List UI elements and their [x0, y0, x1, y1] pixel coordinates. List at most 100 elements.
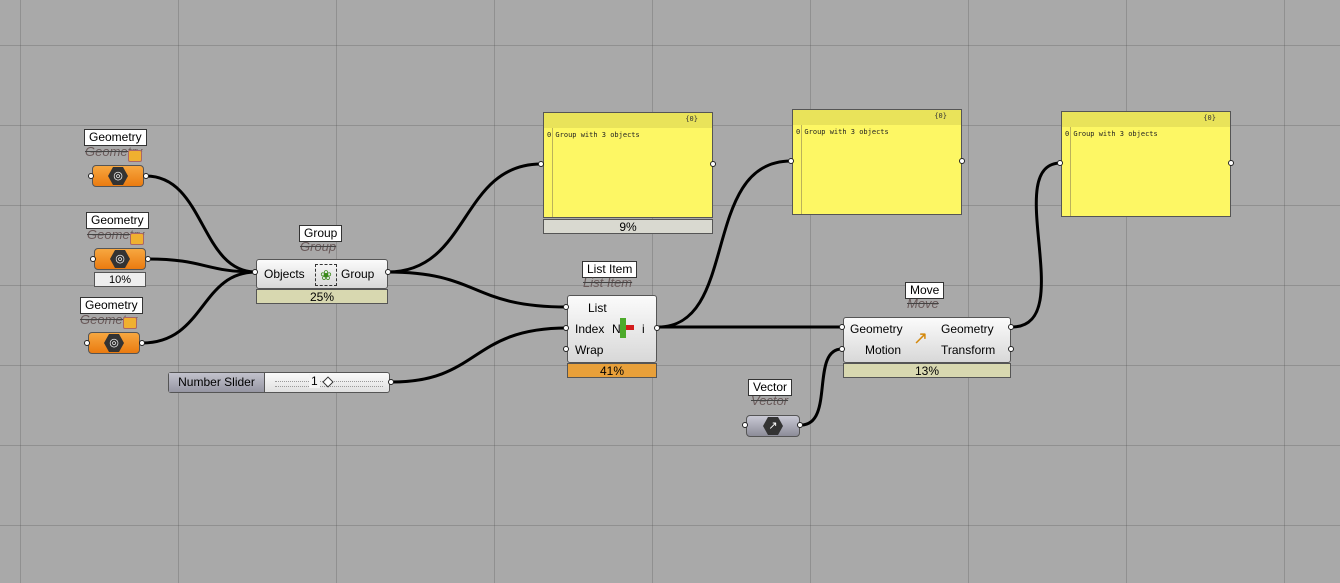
geometry-tag: Geometry — [86, 212, 149, 229]
panel-row: 0 Group with 3 objects — [547, 131, 640, 139]
wire — [1011, 161, 1062, 329]
input-port[interactable] — [742, 422, 748, 428]
move-nickname: Move — [907, 296, 939, 311]
output-port[interactable] — [797, 422, 803, 428]
panel[interactable]: {0} 0 Group with 3 objects — [792, 109, 962, 215]
list-input-label: List — [588, 301, 607, 315]
panel-header — [1062, 112, 1230, 127]
profiler-bar: 9% — [543, 219, 713, 234]
objects-input-port[interactable] — [252, 269, 258, 275]
output-port[interactable] — [139, 340, 145, 346]
panel-row: 0 Group with 3 objects — [1065, 130, 1158, 138]
list-item-tag: List Item — [582, 261, 638, 278]
panel-row: 0 Group with 3 objects — [796, 128, 889, 136]
wire — [387, 270, 568, 309]
item-output-label: i — [642, 322, 645, 336]
panel[interactable]: {0} 0 Group with 3 objects — [543, 112, 713, 218]
geometry-param[interactable]: ◎ — [92, 165, 144, 187]
group-icon: ❀ — [315, 264, 337, 286]
wire — [145, 174, 257, 274]
group-nickname: Group — [300, 239, 337, 254]
wire — [387, 162, 542, 274]
wire — [657, 159, 792, 329]
output-port[interactable] — [143, 173, 149, 179]
panel-gutter — [801, 125, 802, 214]
profiler-bar: 41% — [567, 363, 657, 378]
panel-header — [544, 113, 712, 128]
move-icon: ↗ — [913, 328, 929, 348]
number-slider[interactable]: Number Slider 1 — [168, 372, 390, 393]
geometry-nickname: Geometry — [80, 312, 138, 327]
warning-balloon-icon[interactable] — [123, 317, 137, 329]
spiral-icon: ◎ — [104, 334, 124, 352]
list-item-nickname: List Item — [583, 275, 633, 290]
list-input-port[interactable] — [563, 304, 569, 310]
spiral-icon: ◎ — [108, 167, 128, 185]
move-tag: Move — [905, 282, 945, 299]
index-input-port[interactable] — [563, 325, 569, 331]
warning-balloon-icon[interactable] — [128, 150, 142, 162]
profiler-badge: 10% — [94, 272, 146, 287]
geometry-param[interactable]: ◎ — [88, 332, 140, 354]
geometry-tag: Geometry — [80, 297, 143, 314]
geometry-nickname: Geometry — [85, 144, 143, 159]
input-port[interactable] — [84, 340, 90, 346]
geometry-nickname: Geometry — [87, 227, 145, 242]
spiral-icon: ◎ — [110, 250, 130, 268]
panel-gutter — [1070, 127, 1071, 216]
motion-input-label: Motion — [865, 343, 902, 357]
wire — [800, 347, 843, 427]
panel-path-index: {0} — [1203, 114, 1216, 122]
slider-output-port[interactable] — [388, 379, 394, 385]
list-item-icon — [620, 318, 626, 338]
profiler-bar: 25% — [256, 289, 388, 304]
panel-gutter — [552, 128, 553, 217]
transform-output-port[interactable] — [1008, 346, 1014, 352]
slider-label: Number Slider — [169, 373, 265, 392]
panel-path-index: {0} — [934, 112, 947, 120]
panel-input-port[interactable] — [788, 158, 794, 164]
list-item-icon-text: N — [612, 322, 621, 336]
geometry-input-port[interactable] — [839, 324, 845, 330]
panel-header — [793, 110, 961, 125]
wire — [141, 270, 257, 345]
item-output-port[interactable] — [654, 325, 660, 331]
wrap-input-port[interactable] — [563, 346, 569, 352]
panel-input-port[interactable] — [538, 161, 544, 167]
wire — [147, 257, 257, 274]
geometry-tag: Geometry — [84, 129, 147, 146]
vector-nickname: Vector — [751, 393, 789, 408]
objects-input-label: Objects — [264, 267, 305, 281]
geometry-param[interactable]: ◎ — [94, 248, 146, 270]
group-output-label: Group — [341, 267, 375, 281]
panel-output-port[interactable] — [710, 161, 716, 167]
input-port[interactable] — [90, 256, 96, 262]
panel-output-port[interactable] — [1228, 160, 1234, 166]
input-port[interactable] — [88, 173, 94, 179]
transform-output-label: Transform — [941, 343, 996, 357]
group-tag: Group — [299, 225, 343, 242]
motion-input-port[interactable] — [839, 346, 845, 352]
panel-path-index: {0} — [685, 115, 698, 123]
group-output-port[interactable] — [385, 269, 391, 275]
arrow-icon — [626, 325, 634, 330]
profiler-bar: 13% — [843, 363, 1011, 378]
group-component[interactable]: Objects ❀ Group — [256, 259, 388, 289]
wrap-input-label: Wrap — [575, 343, 604, 357]
panel[interactable]: {0} 0 Group with 3 objects — [1061, 111, 1231, 217]
panel-input-port[interactable] — [1057, 160, 1063, 166]
geometry-output-label: Geometry — [941, 322, 994, 336]
output-port[interactable] — [145, 256, 151, 262]
move-component[interactable]: Geometry Motion ↗ Geometry Transform — [843, 317, 1011, 363]
index-input-label: Index — [575, 322, 605, 336]
panel-output-port[interactable] — [959, 158, 965, 164]
geometry-output-port[interactable] — [1008, 324, 1014, 330]
vector-arrow-icon: ↗ — [763, 417, 783, 435]
list-item-component[interactable]: List Index Wrap N i — [567, 295, 657, 363]
vector-param[interactable]: ↗ — [746, 415, 800, 437]
slider-value: 1 — [309, 374, 320, 388]
vector-tag: Vector — [748, 379, 793, 396]
warning-balloon-icon[interactable] — [130, 233, 144, 245]
